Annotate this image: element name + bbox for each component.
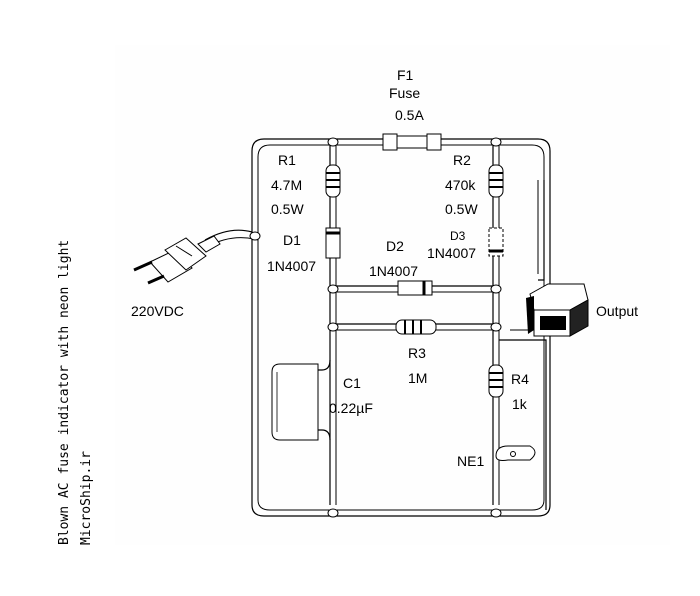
r1-ref: R1	[278, 152, 296, 168]
fuse-ref: F1	[397, 67, 414, 83]
r2-power: 0.5W	[445, 201, 478, 217]
fuse-name: Fuse	[389, 85, 420, 101]
fuse-f1	[382, 133, 442, 151]
output-socket-icon	[526, 283, 589, 337]
plug-icon	[133, 235, 221, 285]
r1-power: 0.5W	[271, 201, 304, 217]
r2-value: 470k	[445, 177, 476, 193]
neon-lamp-ne1	[495, 445, 536, 461]
c1-ref: C1	[343, 375, 361, 391]
r3-value: 1M	[408, 370, 427, 386]
r1-value: 4.7M	[271, 177, 302, 193]
r4-value: 1k	[512, 396, 528, 412]
capacitor-c1	[271, 363, 319, 441]
ne1-ref: NE1	[457, 453, 484, 469]
d3-part: 1N4007	[427, 245, 476, 261]
site-label: MicroShip.ir	[79, 451, 94, 545]
resistor-r2	[488, 164, 504, 198]
diode-d1	[325, 227, 341, 259]
r3-ref: R3	[408, 345, 426, 361]
diode-d2	[397, 280, 433, 296]
c1-value: 0.22µF	[329, 400, 373, 416]
junctions	[249, 137, 502, 518]
d1-part: 1N4007	[267, 258, 316, 274]
diode-d3	[488, 227, 504, 257]
fuse-value: 0.5A	[395, 107, 424, 123]
d3-ref: D3	[450, 229, 466, 243]
r4-ref: R4	[511, 371, 529, 387]
resistor-r3	[395, 319, 437, 335]
r2-ref: R2	[453, 152, 471, 168]
d2-ref: D2	[386, 238, 404, 254]
resistor-r1	[325, 164, 341, 198]
resistor-r4	[488, 364, 504, 398]
input-label: 220VDC	[131, 303, 184, 319]
side-title: Blown AC fuse indicator with neon light	[57, 240, 72, 545]
d1-ref: D1	[283, 232, 301, 248]
output-label: Output	[596, 303, 638, 319]
d2-part: 1N4007	[369, 263, 418, 279]
